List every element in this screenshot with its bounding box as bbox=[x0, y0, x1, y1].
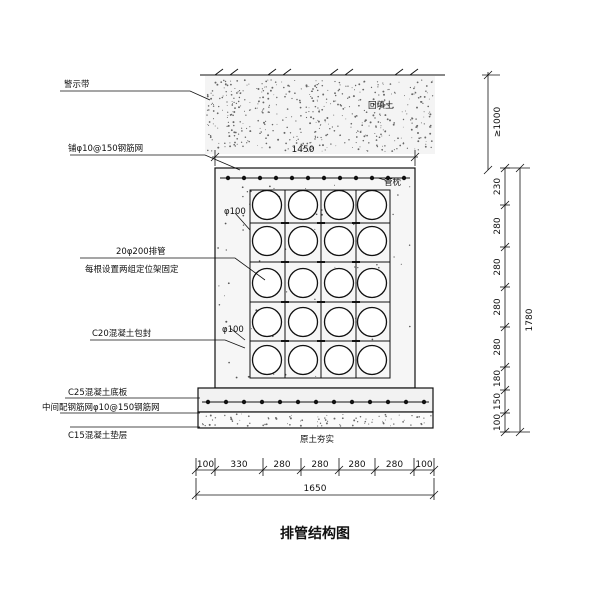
pipe bbox=[356, 225, 388, 257]
encasement-label: C20混凝土包封 bbox=[92, 328, 152, 339]
ground-surface bbox=[200, 68, 445, 76]
support-note-label: 每根设置两组定位架固定 bbox=[85, 264, 179, 275]
pipe bbox=[356, 306, 388, 338]
pipe bbox=[323, 225, 355, 257]
total-height-value: 1780 bbox=[525, 308, 535, 331]
right-dimension-value: 180 bbox=[493, 370, 503, 387]
pipe-positioning-grid bbox=[249, 189, 391, 379]
bottom-dimension-value: 330 bbox=[230, 460, 247, 470]
right-dimension-value: 100 bbox=[493, 414, 503, 431]
pipe-spec-label: 20φ200排管 bbox=[116, 246, 166, 257]
base-slab-label: C25混凝土底板 bbox=[68, 387, 128, 398]
pipe bbox=[251, 189, 283, 221]
total-width-dimension bbox=[191, 478, 439, 500]
cushion-layer bbox=[197, 411, 434, 429]
warning-tape-label: 警示带 bbox=[64, 79, 90, 90]
right-dimension-value: 280 bbox=[493, 338, 503, 355]
bottom-dimension-value: 280 bbox=[273, 460, 290, 470]
bottom-dimension-value: 100 bbox=[415, 460, 432, 470]
right-dimension-value: 280 bbox=[493, 298, 503, 315]
pipe bbox=[287, 344, 319, 376]
pipe-diameter-label-top: φ100 bbox=[224, 207, 246, 217]
backfill-soil-region bbox=[205, 76, 435, 154]
pipe-pillow-label: 管枕 bbox=[384, 177, 402, 188]
drawing-title: 排管结构图 bbox=[280, 525, 350, 542]
bottom-dimension-value: 280 bbox=[386, 460, 403, 470]
bottom-dimension-value: 280 bbox=[311, 460, 328, 470]
total-width-value: 1650 bbox=[304, 484, 327, 494]
pipe bbox=[287, 225, 319, 257]
right-dimension-value: 230 bbox=[493, 178, 503, 195]
right-dimension-chain bbox=[500, 163, 510, 437]
total-height-dimension bbox=[505, 163, 530, 437]
pipe bbox=[323, 189, 355, 221]
pipe bbox=[251, 344, 283, 376]
pipe bbox=[323, 344, 355, 376]
pipe bbox=[323, 267, 355, 299]
pipe bbox=[251, 306, 283, 338]
bottom-dimension-chain bbox=[191, 458, 439, 476]
bottom-dimension-value: 100 bbox=[197, 460, 214, 470]
bottom-dimension-value: 280 bbox=[348, 460, 365, 470]
pipe bbox=[251, 225, 283, 257]
pipe bbox=[323, 306, 355, 338]
middle-reinforcement-mesh bbox=[202, 399, 429, 405]
pipe bbox=[287, 306, 319, 338]
cover-depth-value: ≥1000 bbox=[493, 107, 503, 138]
pipe bbox=[356, 189, 388, 221]
right-dimension-value: 150 bbox=[493, 393, 503, 410]
cover-depth-dimension bbox=[482, 70, 500, 175]
pipe-array bbox=[251, 189, 388, 376]
right-dimension-value: 280 bbox=[493, 258, 503, 275]
callout-leaders bbox=[60, 90, 386, 428]
top-reinforcement-mesh bbox=[220, 175, 410, 181]
cushion-label: C15混凝土垫层 bbox=[68, 430, 127, 441]
middle-mesh-label: 中间配钢筋网φ10@150钢筋网 bbox=[42, 402, 160, 413]
original-soil-label: 原土夯实 bbox=[300, 434, 334, 445]
right-dimension-value: 280 bbox=[493, 217, 503, 234]
pipe bbox=[251, 267, 283, 299]
pipe-diameter-label-bottom: φ100 bbox=[222, 325, 244, 335]
pipe bbox=[356, 267, 388, 299]
backfill-label: 回填土 bbox=[368, 100, 394, 111]
top-width-dimension bbox=[210, 150, 420, 166]
pipe bbox=[287, 267, 319, 299]
pipe bbox=[356, 344, 388, 376]
top-width-value: 1450 bbox=[292, 145, 315, 155]
top-mesh-label: 铺φ10@150钢筋网 bbox=[68, 143, 143, 154]
pipe bbox=[287, 189, 319, 221]
